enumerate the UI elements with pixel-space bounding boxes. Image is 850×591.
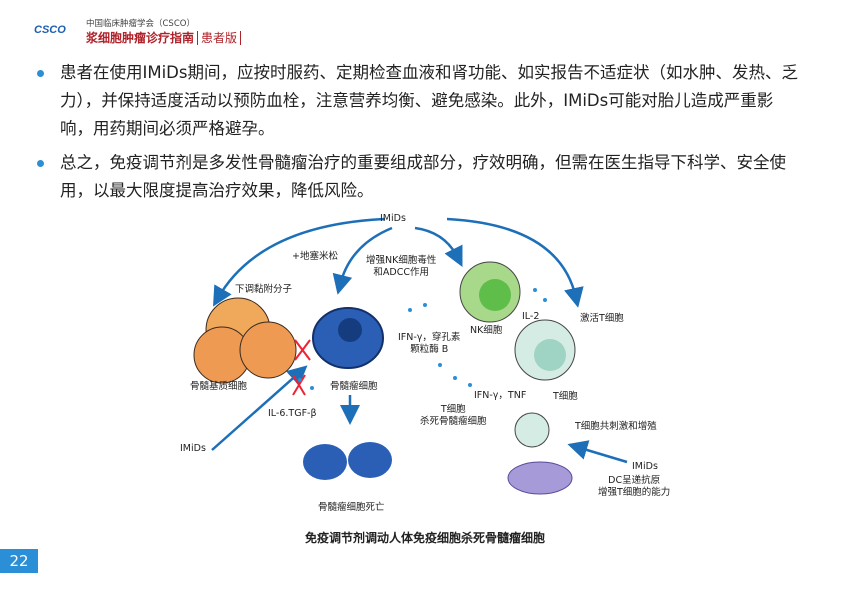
t-cell-small [514,412,550,448]
arrow [332,226,393,295]
arrow [414,226,463,267]
dead-myeloma-cells [303,442,392,480]
edition-label: 患者版 [197,31,242,45]
label-dexamethasone: +地塞米松 [292,251,338,262]
label-imids: IMiDs [380,213,406,224]
arrow [211,365,308,451]
label-imids-dc: IMiDs [632,461,658,472]
label-ifn-tnf: IFN-γ，TNF [474,390,527,401]
arrow [446,217,584,308]
org-name: 中国临床肿瘤学会（CSCO） [86,19,195,29]
guide-title-text: 浆细胞肿瘤诊疗指南 [86,31,195,45]
label-t-kill: T细胞 杀死骨髓瘤细胞 [420,404,487,427]
label-activate-t: 激活T细胞 [580,313,624,324]
label-down-adhesion: 下调黏附分子 [235,284,293,295]
label-nk-enhance: 增强NK细胞毒性 和ADCC作用 [366,255,437,278]
arrow [567,440,628,464]
paragraph: 总之，免疫调节剂是多发性骨髓瘤治疗的重要组成部分，疗效明确，但需在医生指导下科学… [60,153,786,200]
page-number: 22 [0,549,38,573]
label-imids-left: IMiDs [180,443,206,454]
paragraph: 患者在使用IMiDs期间，应按时服药、定期检查血液和肾功能、如实报告不适症状（如… [60,63,798,138]
label-il6: IL-6.TGF-β [268,408,317,419]
bullet-icon [37,70,44,77]
dendritic-cell [507,461,573,495]
stromal-cells [193,297,297,384]
label-death: 骨髓瘤细胞死亡 [318,502,385,513]
label-myeloma: 骨髓瘤细胞 [330,381,378,392]
label-il2: IL-2 [522,311,540,322]
label-ifn-perforin: IFN-γ，穿孔素 颗粒酶 B [398,332,461,355]
label-t-cell: T细胞 [553,391,578,402]
bullet-icon [37,160,44,167]
csco-logo: CSCO [34,24,66,36]
figure-caption: 免疫调节剂调动人体免疫细胞杀死骨髓瘤细胞 [304,531,545,545]
label-nk-cell: NK细胞 [470,325,503,336]
guide-title: 浆细胞肿瘤诊疗指南患者版 [86,29,242,46]
label-t-costim: T细胞共刺激和增殖 [575,421,657,432]
label-dc: DC呈递抗原 增强T细胞的能力 [598,475,671,498]
arrow [213,217,386,307]
label-stromal: 骨髓基质细胞 [190,381,248,392]
